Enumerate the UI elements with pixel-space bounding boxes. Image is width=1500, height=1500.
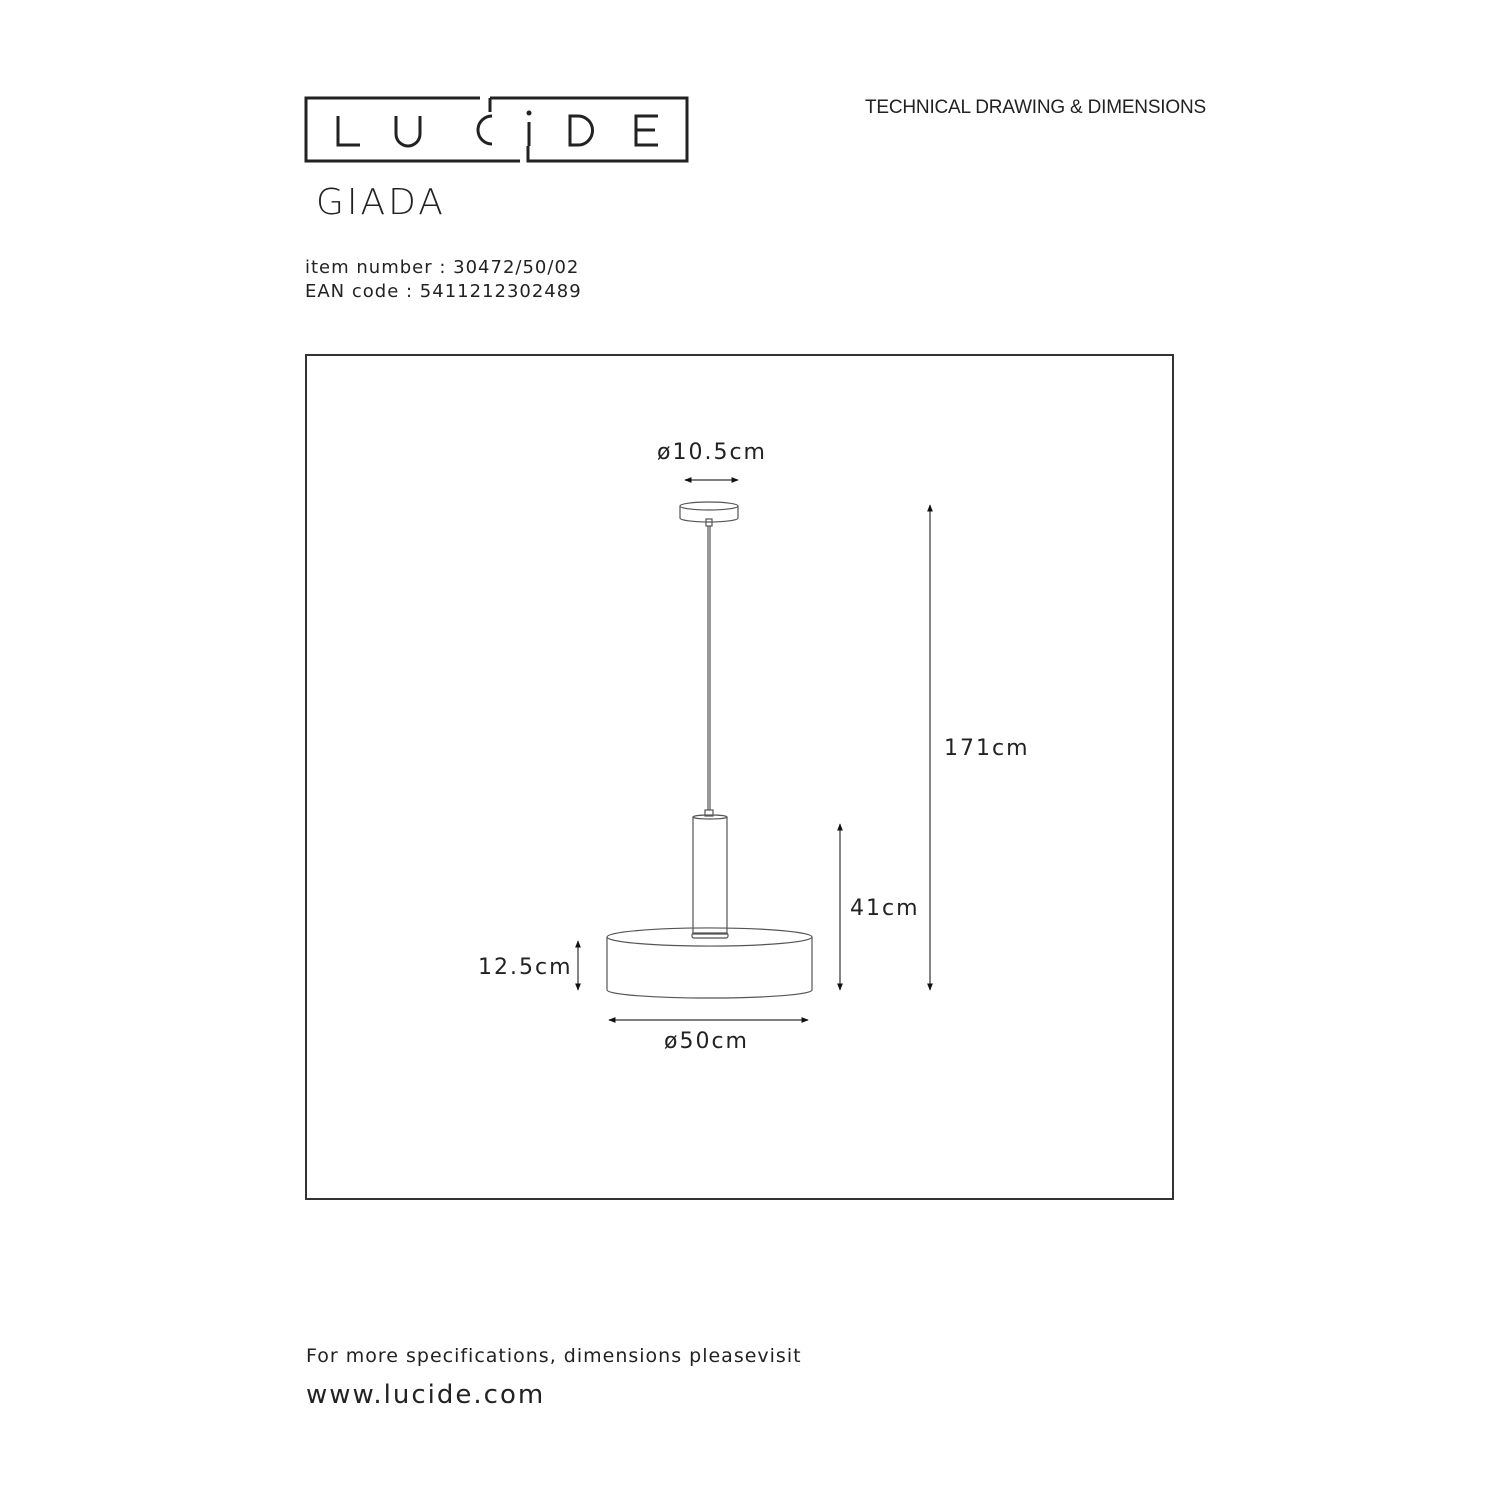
pendant-lamp-outline bbox=[606, 501, 813, 999]
footer-note: For more specifications, dimensions plea… bbox=[306, 1345, 802, 1367]
website-link[interactable]: www.lucide.com bbox=[306, 1380, 546, 1410]
shade-diameter-label: ø50cm bbox=[664, 1029, 749, 1054]
document-subtitle: TECHNICAL DRAWING & DIMENSIONS bbox=[865, 97, 1206, 118]
ean-code: EAN code : 5411212302489 bbox=[305, 281, 582, 302]
product-name: GIADA bbox=[316, 182, 446, 223]
item-number: item number : 30472/50/02 bbox=[305, 257, 580, 278]
dimension-arrows bbox=[575, 477, 933, 1023]
shade-height-label: 12.5cm bbox=[478, 955, 573, 980]
body-height-label: 41cm bbox=[850, 896, 920, 921]
canopy-diameter-label: ø10.5cm bbox=[657, 440, 767, 465]
total-height-label: 171cm bbox=[944, 736, 1030, 761]
drawing-frame bbox=[305, 354, 1174, 1200]
